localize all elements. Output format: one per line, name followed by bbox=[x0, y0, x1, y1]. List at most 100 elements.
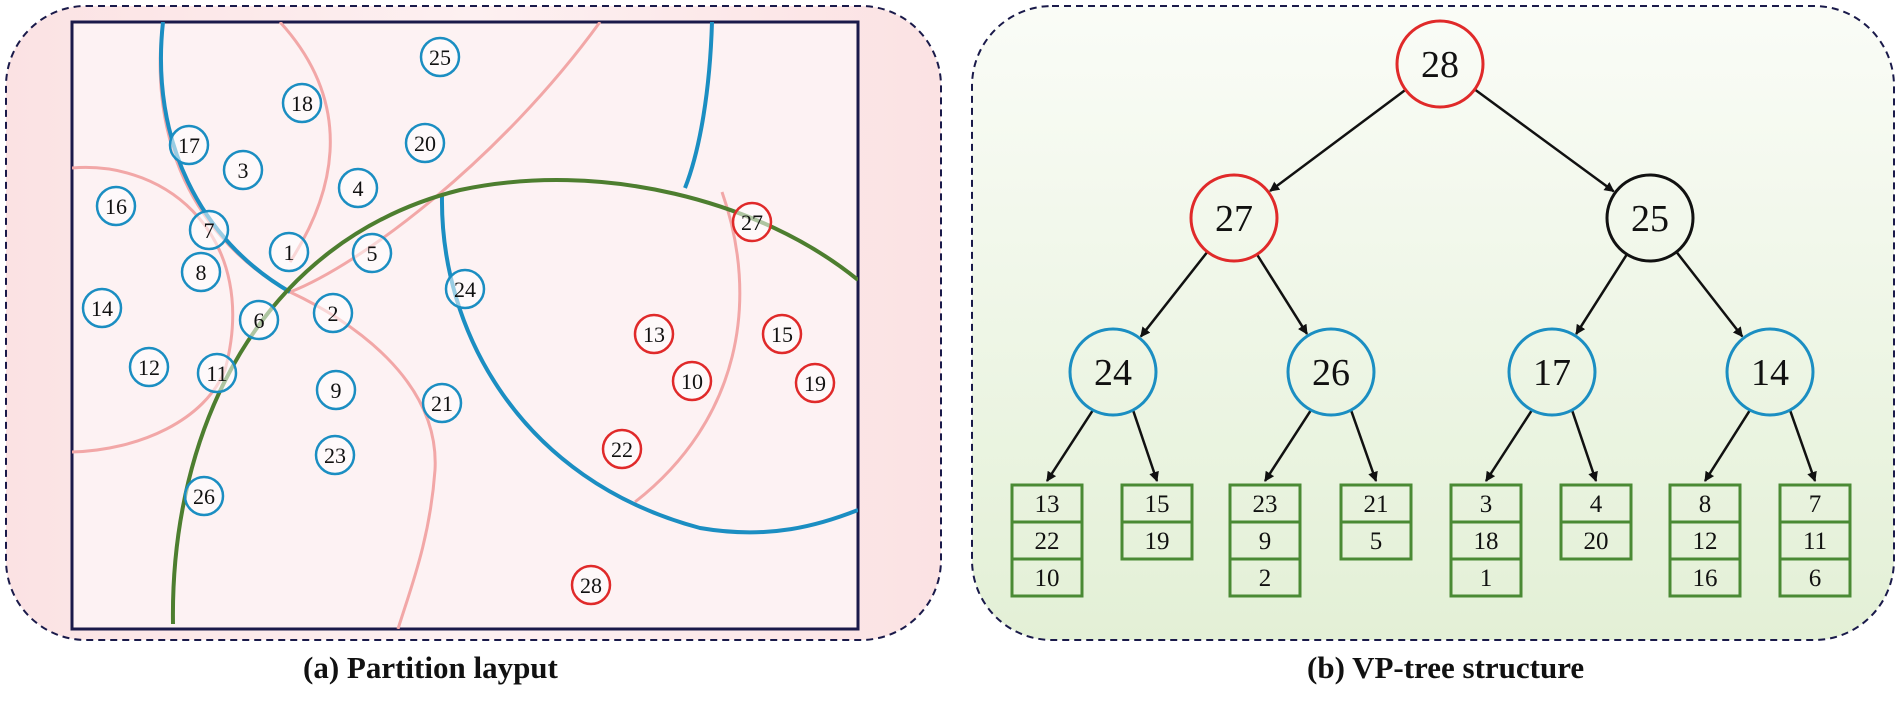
tree-node-circle bbox=[1286, 327, 1376, 417]
point-circle bbox=[404, 122, 446, 164]
point-label: 28 bbox=[580, 573, 602, 598]
leaf-cell-label: 22 bbox=[1035, 528, 1060, 555]
partition-point-18: 18 bbox=[281, 82, 323, 124]
point-label: 10 bbox=[681, 369, 703, 394]
partition-caption: (a) Partition layput bbox=[303, 650, 558, 685]
leaf-cell-label: 6 bbox=[1809, 565, 1822, 592]
point-label: 27 bbox=[741, 210, 763, 235]
point-circle bbox=[314, 434, 356, 476]
partition-point-22: 22 bbox=[601, 428, 643, 470]
point-circle bbox=[761, 313, 803, 355]
point-label: 7 bbox=[204, 218, 215, 243]
tree-node-28: 28 bbox=[1395, 19, 1485, 109]
tree-node-27: 27 bbox=[1189, 173, 1279, 263]
pink-boundary-right bbox=[634, 191, 742, 504]
leaf-cell-label: 21 bbox=[1364, 491, 1389, 518]
leaf-edge-24-2 bbox=[1131, 409, 1159, 482]
point-circle bbox=[180, 251, 222, 293]
leaf-cell-label: 18 bbox=[1474, 528, 1499, 555]
point-label: 16 bbox=[105, 194, 127, 219]
leaf-cell-label: 9 bbox=[1259, 528, 1272, 555]
point-label: 19 bbox=[804, 371, 826, 396]
leaf-edge-17-1 bbox=[1484, 409, 1534, 482]
point-label: 13 bbox=[643, 322, 665, 347]
tree-node-circle bbox=[1725, 327, 1815, 417]
partition-point-2: 2 bbox=[312, 292, 354, 334]
partition-point-8: 8 bbox=[180, 251, 222, 293]
point-circle bbox=[315, 369, 357, 411]
partition-point-24: 24 bbox=[444, 268, 486, 310]
point-circle bbox=[183, 475, 225, 517]
leaf-cell-label: 5 bbox=[1370, 528, 1383, 555]
tree-edge-28-27 bbox=[1269, 88, 1407, 193]
point-circle bbox=[196, 352, 238, 394]
point-label: 5 bbox=[367, 241, 378, 266]
tree-node-label: 28 bbox=[1421, 44, 1459, 86]
tree-edge-25-17 bbox=[1575, 253, 1628, 335]
point-label: 1 bbox=[284, 240, 295, 265]
point-circle bbox=[337, 167, 379, 209]
leaf-cell-label: 3 bbox=[1480, 491, 1493, 518]
partition-point-15: 15 bbox=[761, 313, 803, 355]
point-label: 3 bbox=[238, 158, 249, 183]
leaf-edge-14-1 bbox=[1703, 409, 1752, 482]
tree-node-label: 14 bbox=[1751, 352, 1789, 394]
leaf-cell bbox=[1668, 557, 1742, 598]
tree-node-24: 24 bbox=[1068, 327, 1158, 417]
point-label: 8 bbox=[196, 260, 207, 285]
partition-point-11: 11 bbox=[196, 352, 238, 394]
point-circle bbox=[95, 185, 137, 227]
partition-point-16: 16 bbox=[95, 185, 137, 227]
leaf-box-21-5: 215 bbox=[1339, 483, 1413, 561]
partition-point-21: 21 bbox=[421, 382, 463, 424]
leaf-cell bbox=[1120, 520, 1194, 561]
point-label: 14 bbox=[91, 296, 113, 321]
pink-boundary-upper-inner bbox=[278, 22, 332, 263]
partition-point-13: 13 bbox=[633, 313, 675, 355]
leaf-cell-label: 1 bbox=[1480, 565, 1493, 592]
pink-boundary-left bbox=[72, 165, 235, 454]
point-circle bbox=[168, 124, 210, 166]
leaf-box-4-20: 420 bbox=[1559, 483, 1633, 561]
partition-point-27: 27 bbox=[731, 201, 773, 243]
leaf-cell-label: 23 bbox=[1253, 491, 1278, 518]
partition-point-28: 28 bbox=[570, 564, 612, 606]
leaf-cell-label: 20 bbox=[1584, 528, 1609, 555]
partition-point-12: 12 bbox=[128, 346, 170, 388]
partition-point-9: 9 bbox=[315, 369, 357, 411]
tree-node-circle bbox=[1189, 173, 1279, 263]
point-label: 12 bbox=[138, 355, 160, 380]
leaf-cell-label: 11 bbox=[1803, 528, 1827, 555]
leaf-cell bbox=[1778, 557, 1852, 598]
tree-node-label: 24 bbox=[1094, 352, 1132, 394]
tree-node-circle bbox=[1507, 327, 1597, 417]
point-label: 2 bbox=[328, 301, 339, 326]
partition-point-19: 19 bbox=[794, 362, 836, 404]
point-circle bbox=[188, 209, 230, 251]
tree-edge-27-26 bbox=[1255, 253, 1309, 335]
point-circle bbox=[351, 232, 393, 274]
point-label: 22 bbox=[611, 437, 633, 462]
partition-point-1: 1 bbox=[268, 231, 310, 273]
leaf-cell-label: 15 bbox=[1145, 491, 1170, 518]
partition-point-23: 23 bbox=[314, 434, 356, 476]
leaf-cell-label: 10 bbox=[1035, 565, 1060, 592]
point-circle bbox=[238, 299, 280, 341]
tree-node-label: 17 bbox=[1533, 352, 1571, 394]
point-label: 25 bbox=[429, 45, 451, 70]
point-label: 26 bbox=[193, 484, 215, 509]
tree-node-26: 26 bbox=[1286, 327, 1376, 417]
tree-edge-28-25 bbox=[1473, 88, 1615, 193]
leaf-cell bbox=[1449, 557, 1523, 598]
leaf-cell-label: 13 bbox=[1035, 491, 1060, 518]
leaf-box-3-18-1: 3 18 1 bbox=[1449, 483, 1523, 598]
point-circle bbox=[633, 313, 675, 355]
tree-edge-25-14 bbox=[1675, 251, 1744, 338]
point-circle bbox=[444, 268, 486, 310]
